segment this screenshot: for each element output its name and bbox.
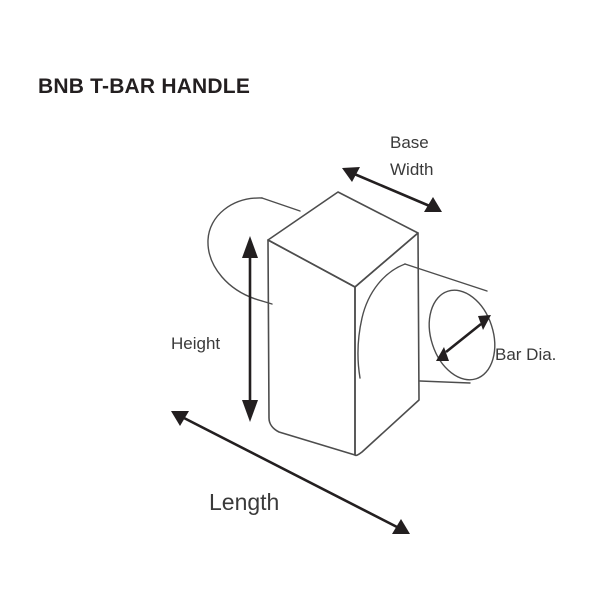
height-label: Height [171, 334, 220, 353]
bar-left-top-edge [261, 197, 301, 212]
length-arrow-head-start [171, 411, 189, 426]
base-width-arrow-line [351, 171, 433, 209]
product-drawing [207, 191, 496, 457]
length-arrow-line [183, 416, 398, 529]
dimension-length: Length [171, 411, 410, 534]
page-title: BNB T-BAR HANDLE [38, 75, 250, 98]
bar-diameter-label: Bar Dia. [495, 345, 556, 364]
bar-right-top-edge [404, 263, 488, 292]
bar-diameter-arrow-head-start [436, 347, 449, 361]
dimension-base-width: Base Width [342, 133, 442, 212]
base-width-label-line-2: Width [390, 160, 433, 179]
length-arrow-head-end [392, 519, 410, 534]
height-arrow-head-bottom [242, 400, 258, 422]
bar-right-bottom-edge [419, 380, 471, 384]
bar-left-cap [207, 197, 263, 302]
base-width-arrow-head-end [424, 197, 442, 212]
base-block-left-face [267, 239, 356, 456]
dimension-height: Height [171, 236, 258, 422]
bar-diameter-arrow-head-end [478, 315, 491, 330]
height-arrow-head-top [242, 236, 258, 258]
base-width-label-line-1: Base [390, 133, 429, 152]
dimension-bar-diameter: Bar Dia. [436, 315, 556, 364]
bar-end-ellipse [428, 289, 496, 381]
length-label: Length [209, 489, 279, 515]
base-block-top-face [267, 191, 419, 288]
base-block-right-face [354, 232, 420, 457]
bar-block-intersection-curve [357, 263, 406, 379]
bar-diameter-arrow-line [445, 322, 482, 354]
base-width-arrow-head-start [342, 167, 360, 182]
bar-left-bottom-edge [261, 300, 273, 305]
